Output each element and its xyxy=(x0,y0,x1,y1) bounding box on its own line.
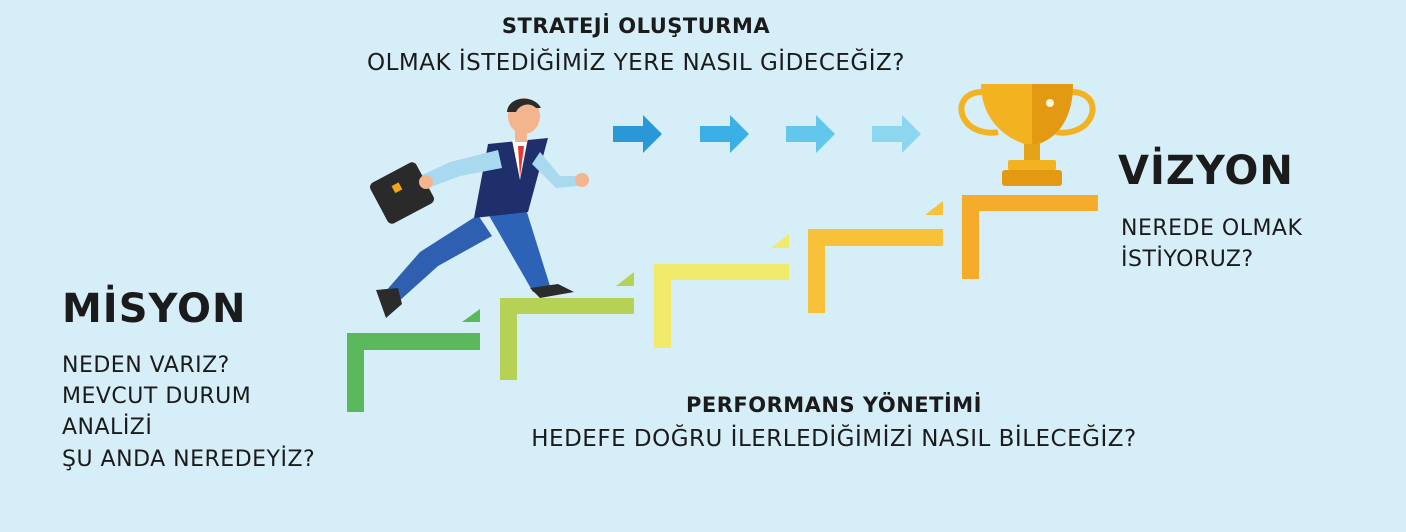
step-4 xyxy=(808,201,943,313)
mission-line: ŞU ANDA NEREDEYİZ? xyxy=(62,447,316,472)
arrow-right-icon xyxy=(700,115,749,153)
step-5 xyxy=(962,195,1098,279)
mission-line: MEVCUT DURUM xyxy=(62,384,252,409)
progress-arrows xyxy=(613,115,921,153)
mission-line: NEDEN VARIZ? xyxy=(62,353,230,378)
vision-line: İSTİYORUZ? xyxy=(1121,247,1254,272)
step-2 xyxy=(500,272,634,380)
vision-title: VİZYON xyxy=(1118,148,1294,194)
arrow-right-icon xyxy=(613,115,662,153)
strategy-title: STRATEJİ OLUŞTURMA xyxy=(501,14,771,38)
vision-line: NEREDE OLMAK xyxy=(1121,216,1303,241)
businessman-icon xyxy=(370,98,589,318)
step-3 xyxy=(654,234,789,348)
performance-title: PERFORMANS YÖNETİMİ xyxy=(685,393,982,417)
strategy-question: OLMAK İSTEDİĞİMİZ YERE NASIL GİDECEĞİZ? xyxy=(366,50,905,76)
mission-title: MİSYON xyxy=(62,286,247,332)
mission-line: ANALİZİ xyxy=(62,415,153,440)
step-1 xyxy=(347,309,480,412)
arrow-right-icon xyxy=(786,115,835,153)
stairs xyxy=(347,195,1098,412)
arrow-right-icon xyxy=(872,115,921,153)
briefcase-icon xyxy=(370,162,434,224)
trophy-icon xyxy=(958,84,1096,186)
performance-question: HEDEFE DOĞRU İLERLEDİĞİMİZİ NASIL BİLECE… xyxy=(531,426,1137,452)
